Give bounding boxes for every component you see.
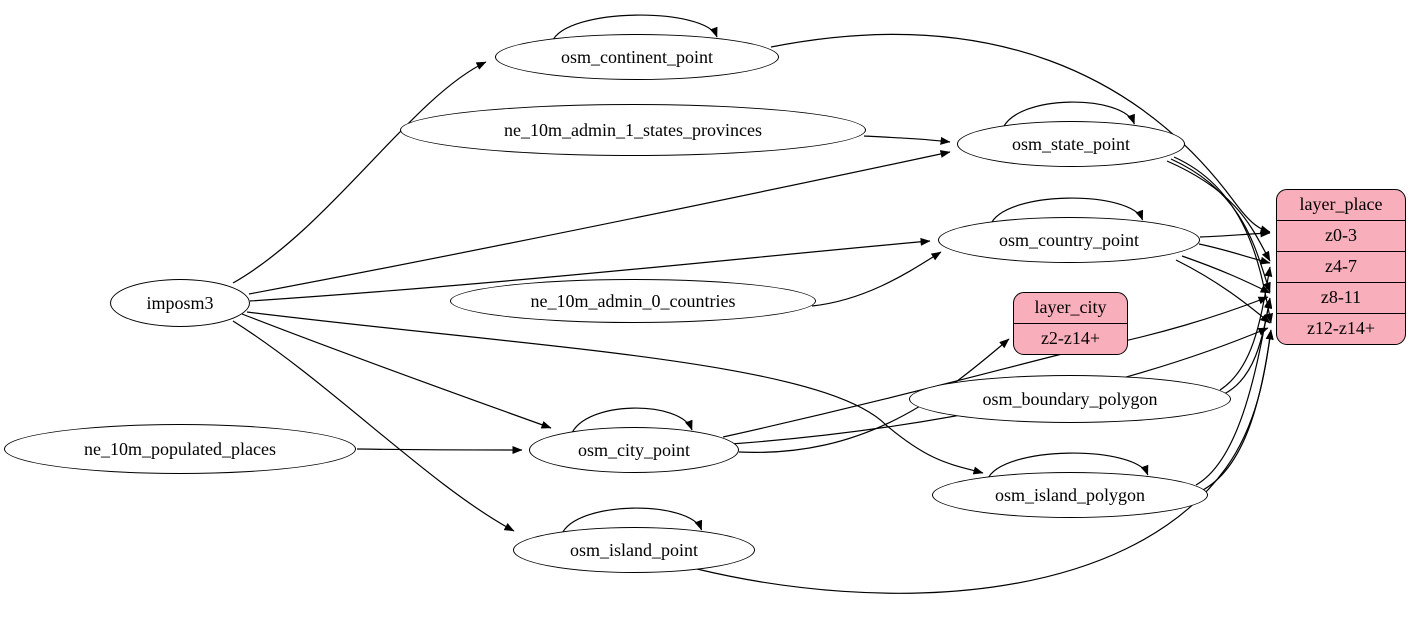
layer-place-title: layer_place bbox=[1299, 194, 1383, 214]
layer-city-row-z2-z14: z2-z14+ bbox=[1014, 323, 1127, 354]
edge-osm_country_point-to-layer_place.z8-11 bbox=[1181, 255, 1271, 294]
edge-ne_10m_admin_1_states_provinces-to-osm_state_point bbox=[863, 135, 951, 145]
edge-osm_state_point-to-osm_state_point bbox=[1002, 101, 1135, 130]
edge-imposm3-to-osm_island_point bbox=[232, 320, 515, 532]
node-ne-10m-admin-1-states-provinces: ne_10m_admin_1_states_provinces bbox=[400, 104, 866, 156]
edge-osm_boundary_polygon-to-layer_place.z4-7 bbox=[1219, 266, 1273, 391]
node-osm-city-point: osm_city_point bbox=[529, 427, 739, 473]
edge-osm_island_point-to-layer_place.z12-z14+ bbox=[696, 329, 1274, 594]
edge-osm_island_polygon-to-osm_island_polygon bbox=[986, 452, 1149, 481]
edge-osm_boundary_polygon-to-layer_place.z8-11 bbox=[1223, 297, 1273, 395]
record-layer-place: layer_place z0-3 z4-7 z8-11 z12-z14+ bbox=[1276, 189, 1406, 345]
node-osm-island-polygon: osm_island_polygon bbox=[932, 472, 1208, 518]
edge-imposm3-to-osm_city_point bbox=[241, 313, 552, 429]
edge-osm_continent_point-to-osm_continent_point bbox=[551, 14, 718, 43]
layer-city-title: layer_city bbox=[1034, 297, 1107, 317]
record-layer-city: layer_city z2-z14+ bbox=[1013, 292, 1128, 355]
layer-place-row-z8-11: z8-11 bbox=[1277, 282, 1405, 313]
edge-imposm3-to-osm_country_point bbox=[249, 237, 931, 302]
edge-osm_city_point-to-layer_city.z2-z14+ bbox=[738, 338, 1010, 453]
node-osm-island-point: osm_island_point bbox=[513, 527, 755, 573]
edge-ne_10m_admin_0_countries-to-osm_country_point bbox=[811, 251, 942, 307]
edge-imposm3-to-osm_island_polygon bbox=[246, 311, 984, 475]
edge-imposm3-to-osm_continent_point bbox=[232, 61, 487, 284]
edge-osm_country_point-to-osm_country_point bbox=[989, 197, 1144, 226]
layer-place-row-z0-3: z0-3 bbox=[1277, 220, 1405, 251]
edge-osm_state_point-to-layer_place.z4-7 bbox=[1166, 160, 1271, 262]
node-osm-state-point: osm_state_point bbox=[957, 121, 1185, 167]
edge-ne_10m_populated_places-to-osm_city_point bbox=[356, 445, 523, 454]
edge-osm_city_point-to-layer_place.z8-11 bbox=[722, 296, 1269, 438]
node-osm-boundary-polygon: osm_boundary_polygon bbox=[909, 375, 1231, 423]
edge-osm_island_polygon-to-layer_place.z12-z14+ bbox=[1200, 329, 1274, 492]
edge-osm_country_point-to-layer_place.z0-3 bbox=[1199, 229, 1271, 238]
edge-osm_country_point-to-layer_place.z12-z14+ bbox=[1175, 259, 1271, 324]
node-osm-continent-point: osm_continent_point bbox=[495, 34, 779, 80]
layer-place-row-z12-z14: z12-z14+ bbox=[1277, 313, 1405, 344]
edge-imposm3-to-osm_state_point bbox=[248, 150, 951, 295]
edge-osm_city_point-to-osm_city_point bbox=[570, 407, 693, 436]
node-imposm3: imposm3 bbox=[110, 279, 250, 327]
node-ne-10m-populated-places: ne_10m_populated_places bbox=[4, 424, 356, 474]
edge-osm_continent_point-to-layer_place.z0-3 bbox=[770, 33, 1271, 234]
layer-place-row-z4-7: z4-7 bbox=[1277, 251, 1405, 282]
node-osm-country-point: osm_country_point bbox=[938, 217, 1200, 263]
node-ne-10m-admin-0-countries: ne_10m_admin_0_countries bbox=[450, 279, 816, 323]
edge-osm_island_point-to-osm_island_point bbox=[560, 507, 703, 536]
